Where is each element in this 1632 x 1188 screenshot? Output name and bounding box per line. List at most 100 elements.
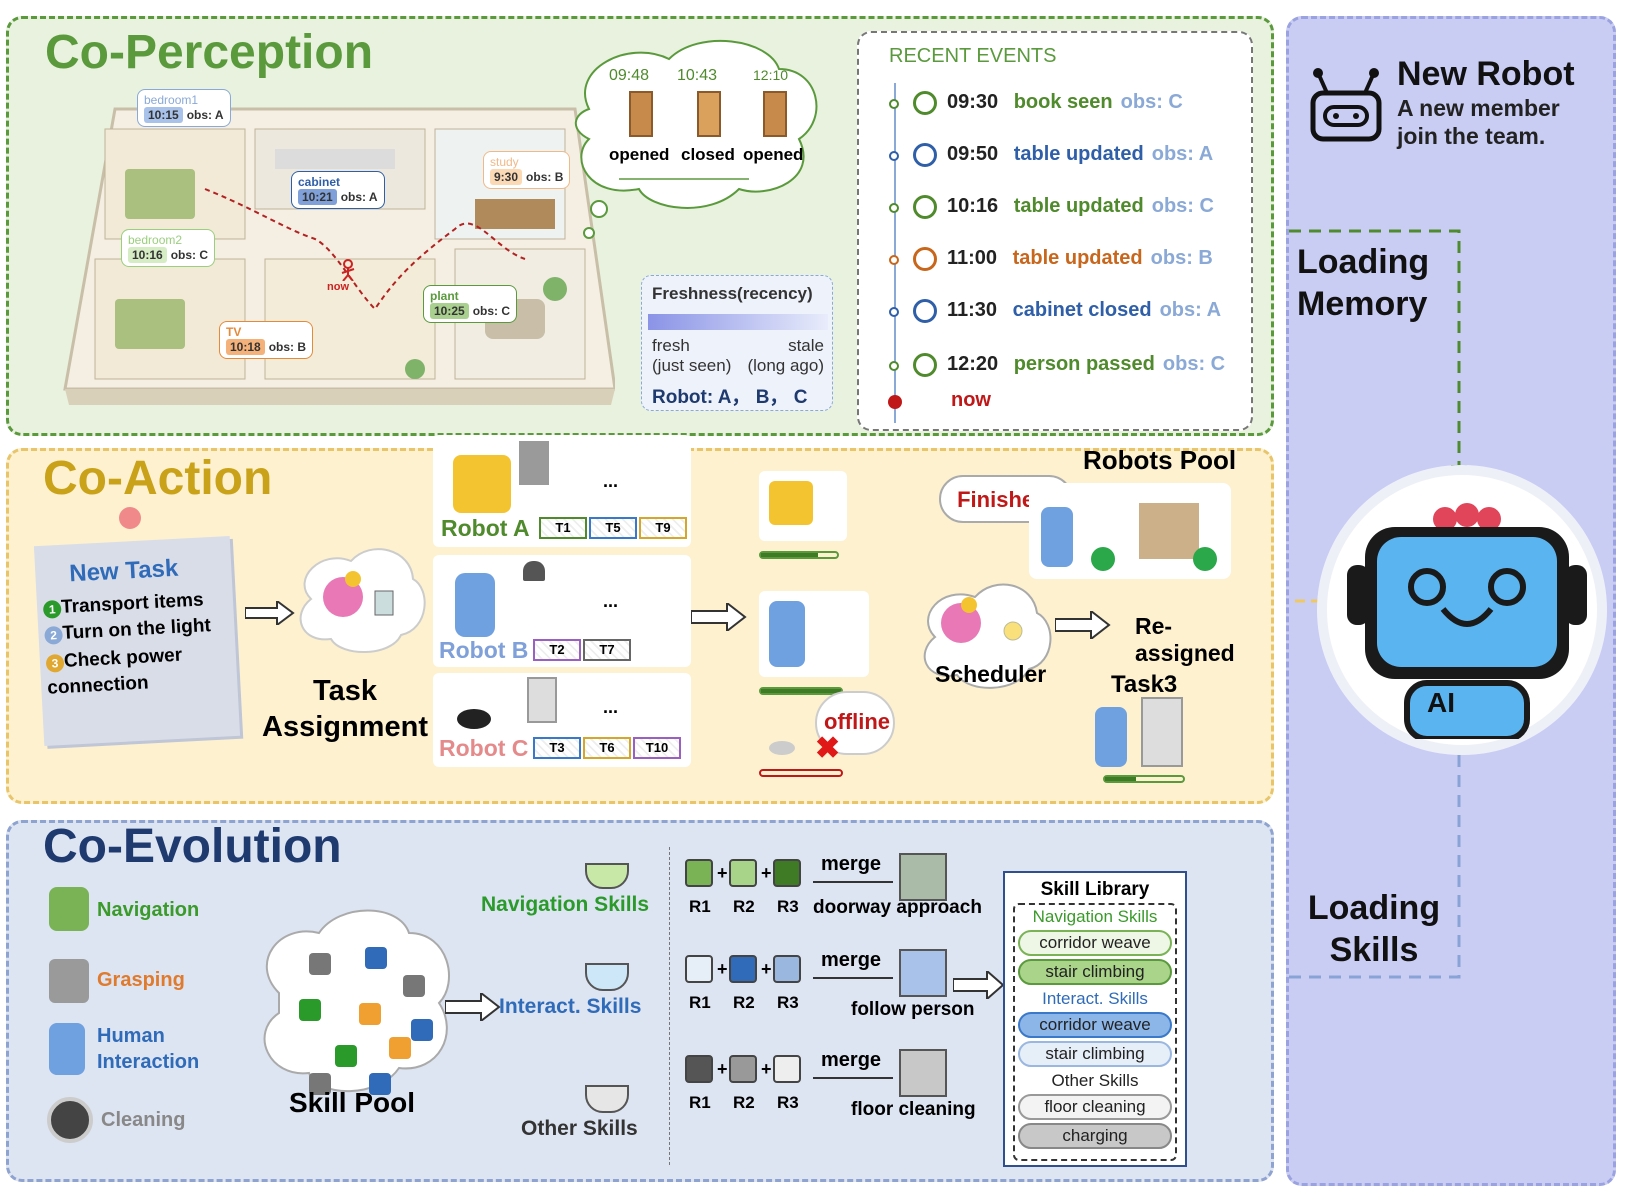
- event-text: book seen: [1013, 91, 1113, 113]
- progress-bar-b: [759, 687, 843, 695]
- merge-label: merge: [821, 853, 882, 875]
- task-chip: T10: [633, 737, 681, 759]
- event-obs: obs: C: [1151, 195, 1214, 217]
- event-time: 11:30: [947, 299, 998, 321]
- robot-label: R3: [777, 1093, 799, 1112]
- merged-puzzle-icon: [899, 949, 947, 997]
- puzzle-piece-icon: [729, 955, 757, 983]
- fresh-sublabel: (just seen): [652, 356, 732, 375]
- door-time-1: 09:48: [609, 67, 650, 84]
- cleaning-robot-icon: [47, 1097, 93, 1143]
- fresh-label: fresh: [652, 336, 690, 355]
- door-icon: [697, 91, 721, 137]
- robot-c-name: Robot C: [439, 735, 529, 761]
- clock-icon: [913, 299, 937, 323]
- merge-arrow: [813, 1077, 893, 1079]
- events-timeline-line: [894, 83, 896, 423]
- lamp-icon: [523, 561, 545, 581]
- library-group-interact: Interact. Skills: [1042, 989, 1148, 1008]
- robot-b-icon: [769, 601, 805, 667]
- loading-skills-line2: Skills: [1329, 931, 1419, 969]
- robot-label: R1: [689, 897, 711, 916]
- library-skill: corridor weave: [1018, 930, 1172, 956]
- assignment-cloud: [299, 548, 426, 653]
- clock-icon: [913, 195, 937, 219]
- timeline-dot: [889, 203, 899, 213]
- task-number: 3: [45, 653, 65, 673]
- power-cabinet-icon: [527, 677, 557, 723]
- plus-icon: +: [717, 959, 728, 979]
- category-navigation: Navigation Skills: [481, 893, 650, 916]
- robot-b-execution: [759, 591, 869, 677]
- task-text: Turn on the light: [61, 615, 212, 644]
- timeline-dot: [889, 99, 899, 109]
- ai-robot-icon: [1347, 503, 1587, 739]
- event-obs: obs: C: [1162, 353, 1226, 375]
- location-name: plant: [430, 289, 459, 303]
- merge-arrow: [813, 977, 893, 979]
- puzzle-piece-icon: [365, 947, 387, 969]
- ellipsis: ...: [603, 591, 619, 611]
- puzzle-piece-icon: [685, 1055, 713, 1083]
- timeline-dot: [889, 255, 899, 265]
- freshness-gradient: [648, 314, 828, 330]
- navigation-bucket-icon: [585, 863, 629, 889]
- puzzle-piece-icon: [309, 953, 331, 975]
- task-chip: T1: [539, 517, 587, 539]
- puzzle-piece-icon: [729, 859, 757, 887]
- merged-puzzle-icon: [899, 853, 947, 901]
- source-grasping: Grasping: [97, 969, 185, 991]
- task-assignment-label: Task Assignment: [255, 673, 435, 745]
- robot-label: R2: [733, 1093, 755, 1112]
- arrow-icon: [245, 601, 295, 625]
- event-time: 12:20: [947, 353, 999, 375]
- arrow-icon: [445, 993, 501, 1021]
- door-icon: [763, 91, 787, 137]
- merged-skill-label: floor cleaning: [851, 1099, 976, 1120]
- task-text: Check power connection: [46, 644, 183, 699]
- robot-c-icon: [457, 709, 491, 729]
- puzzle-piece-icon: [773, 859, 801, 887]
- task-chip: T3: [533, 737, 581, 759]
- offline-bubble: offline: [815, 691, 895, 755]
- robot-b-icon: [455, 573, 495, 637]
- task-chip: T2: [533, 639, 581, 661]
- other-bucket-icon: [585, 1085, 629, 1113]
- robot-label: R3: [777, 993, 799, 1012]
- robots-pool-label: Robots Pool: [1083, 445, 1237, 475]
- event-text: table updated: [1013, 143, 1144, 165]
- tag-time: 10:15: [144, 107, 183, 123]
- loading-skills-line1: Loading: [1307, 889, 1441, 927]
- location-name: bedroom2: [128, 233, 183, 247]
- recent-events-title: RECENT EVENTS: [889, 45, 1057, 67]
- robot-b-name: Robot B: [439, 637, 529, 663]
- location-name: cabinet: [298, 175, 341, 189]
- merge-arrow: [813, 881, 893, 883]
- source-navigation: Navigation: [97, 899, 200, 921]
- new-task-title: New Task: [68, 554, 179, 588]
- plus-icon: +: [717, 1059, 728, 1079]
- puzzle-piece-icon: [335, 1045, 357, 1067]
- reassigned-label: Re-assigned: [1135, 613, 1235, 666]
- robot-label: R3: [777, 897, 799, 916]
- tag-obs: obs: C: [472, 304, 511, 318]
- door-time-3: 12:10: [753, 67, 789, 83]
- library-group-navigation: Navigation Skills: [1032, 907, 1158, 926]
- location-name: bedroom1: [144, 93, 199, 107]
- skill-pool-label: Skill Pool: [289, 1087, 416, 1118]
- merged-puzzle-icon: [899, 1049, 947, 1097]
- puzzle-piece-icon: [299, 999, 321, 1021]
- plus-icon: +: [761, 1059, 772, 1079]
- human-interaction-robot-icon: [49, 1023, 85, 1075]
- pin-icon: [119, 507, 141, 529]
